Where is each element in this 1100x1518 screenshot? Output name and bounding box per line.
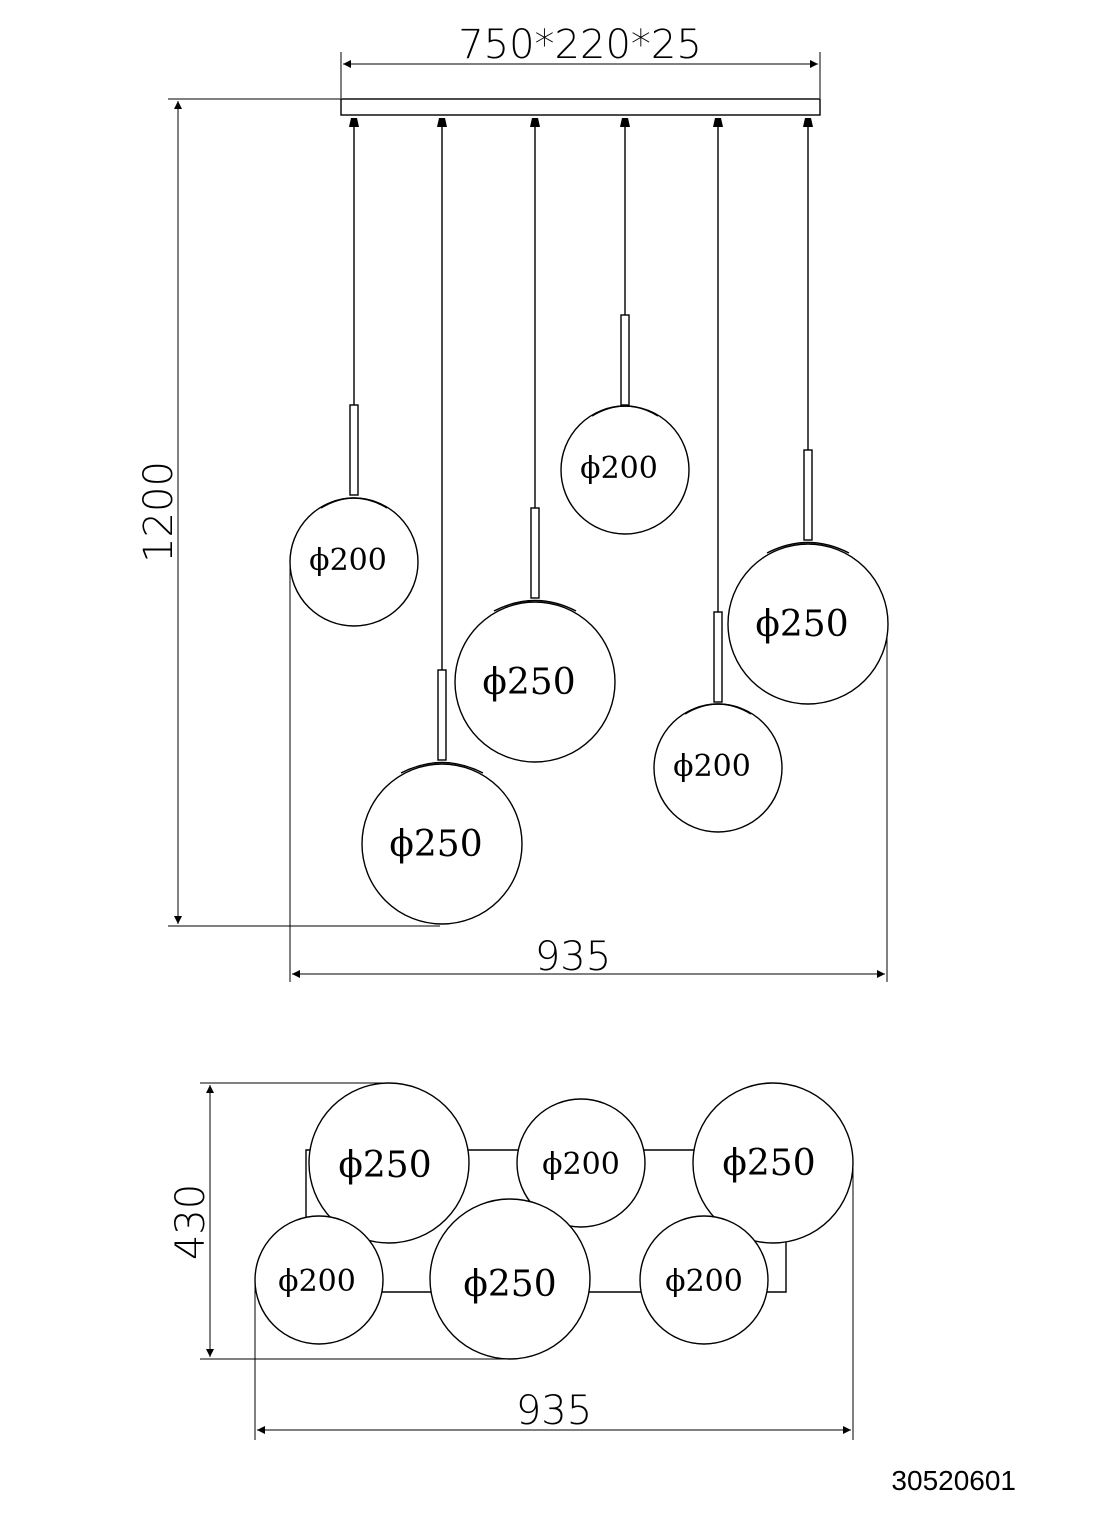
- top-globe: ϕ250: [429, 1198, 591, 1360]
- side-width-dimension: 935: [289, 560, 888, 982]
- cable-socket: [349, 118, 359, 127]
- top-width-dimension: 935: [254, 1164, 854, 1440]
- globe-diameter-label: ϕ250: [463, 1264, 556, 1305]
- top-globe: ϕ200: [516, 1098, 646, 1228]
- top-view: 430 935 ϕ250 ϕ200 ϕ250 ϕ200: [168, 1082, 854, 1440]
- globe-diameter-label: ϕ200: [580, 451, 658, 486]
- top-globe: ϕ250: [308, 1082, 470, 1244]
- depth-dimension-label: 430: [168, 1184, 214, 1260]
- cable-socket: [437, 118, 447, 127]
- product-code: 30520601: [891, 1465, 1016, 1496]
- pendant-globe: ϕ200: [289, 118, 419, 627]
- globe-diameter-label: ϕ250: [389, 824, 482, 865]
- pendant-globe: ϕ250: [361, 118, 523, 925]
- top-globe: ϕ200: [254, 1215, 384, 1345]
- globe-diameter-label: ϕ200: [673, 749, 751, 784]
- top-globe: ϕ200: [639, 1215, 769, 1345]
- side-width-dimension-label: 935: [535, 934, 611, 980]
- canopy-dimension-label: 750*220*25: [458, 22, 702, 68]
- cable-socket: [620, 118, 630, 127]
- top-width-dimension-label: 935: [516, 1388, 592, 1434]
- globe-diameter-label: ϕ200: [542, 1147, 620, 1182]
- height-dimension: 1200: [136, 98, 440, 927]
- globe-diameter-label: ϕ200: [665, 1264, 743, 1299]
- height-dimension-label: 1200: [136, 461, 182, 563]
- globe-diameter-label: ϕ250: [482, 662, 575, 703]
- side-view: 750*220*25 1200 935 ϕ200: [136, 22, 889, 982]
- ceiling-canopy: [340, 98, 821, 116]
- depth-dimension: 430: [168, 1082, 512, 1360]
- cable-socket: [530, 118, 540, 127]
- globe-diameter-label: ϕ250: [722, 1143, 815, 1184]
- top-globe: ϕ250: [692, 1082, 854, 1244]
- pendant-globe: ϕ250: [454, 118, 616, 763]
- cable-socket: [713, 118, 723, 127]
- canopy-dimension: 750*220*25: [340, 22, 821, 98]
- cable-socket: [803, 118, 813, 127]
- globe-diameter-label: ϕ200: [309, 543, 387, 578]
- pendant-globe: ϕ200: [653, 118, 783, 833]
- globe-diameter-label: ϕ250: [338, 1145, 431, 1186]
- pendant-globe: ϕ200: [560, 118, 690, 535]
- pendant-globe: ϕ250: [727, 118, 889, 705]
- globe-diameter-label: ϕ200: [278, 1264, 356, 1299]
- globe-diameter-label: ϕ250: [755, 604, 848, 645]
